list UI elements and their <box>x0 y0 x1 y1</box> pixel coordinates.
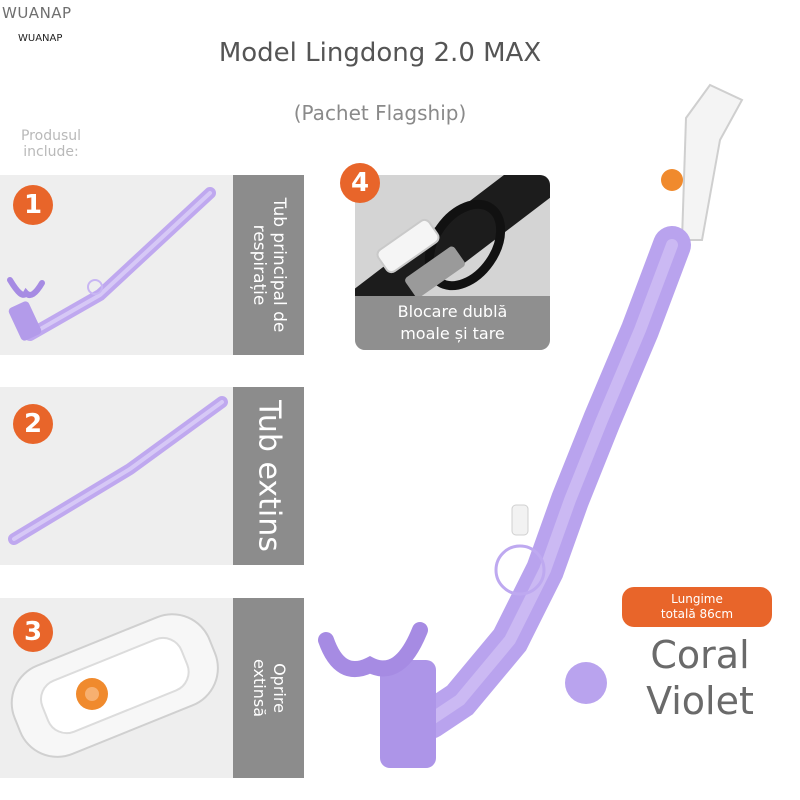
brand-text: WUANAP <box>18 33 63 44</box>
color-swatch <box>565 662 607 704</box>
item-number-2: 2 <box>13 404 53 444</box>
color-name: Coral Violet <box>610 632 790 724</box>
extension-tube-image <box>8 396 228 545</box>
main-tube-image <box>7 187 216 341</box>
page-subtitle: (Pachet Flagship) <box>293 101 467 125</box>
page-title: Model Lingdong 2.0 MAX <box>218 38 542 68</box>
item-label-strip-3: Oprire extinsă <box>233 598 304 778</box>
length-badge-line2: totală 86cm <box>660 607 734 621</box>
length-badge: Lungime totală 86cm <box>622 587 772 627</box>
detail-caption: Blocare dublă moale și tare <box>355 296 550 350</box>
detail-panel: Blocare dublă moale și tare <box>355 175 550 350</box>
detail-caption-line2: moale și tare <box>400 324 505 343</box>
item-panel-2: Tub extins 2 <box>0 387 304 565</box>
item-number-1: 1 <box>13 185 53 225</box>
item-label-strip-1: Tub principal de respirație <box>233 175 304 355</box>
item-number-3: 3 <box>13 612 53 652</box>
item-panel-3: Oprire extinsă 3 <box>0 598 304 778</box>
detail-number: 4 <box>340 163 380 203</box>
item-panel-1: Tub principal de respirație 1 <box>0 175 304 355</box>
extended-stop-image <box>10 613 219 758</box>
color-name-line1: Coral <box>650 633 750 677</box>
color-name-line2: Violet <box>646 679 754 723</box>
item-label-strip-2: Tub extins <box>233 387 304 565</box>
brand-logo: WUANAP <box>2 4 72 22</box>
includes-label: Produsul include: <box>20 128 82 160</box>
detail-caption-line1: Blocare dublă <box>397 302 508 321</box>
length-badge-line1: Lungime <box>671 592 723 606</box>
